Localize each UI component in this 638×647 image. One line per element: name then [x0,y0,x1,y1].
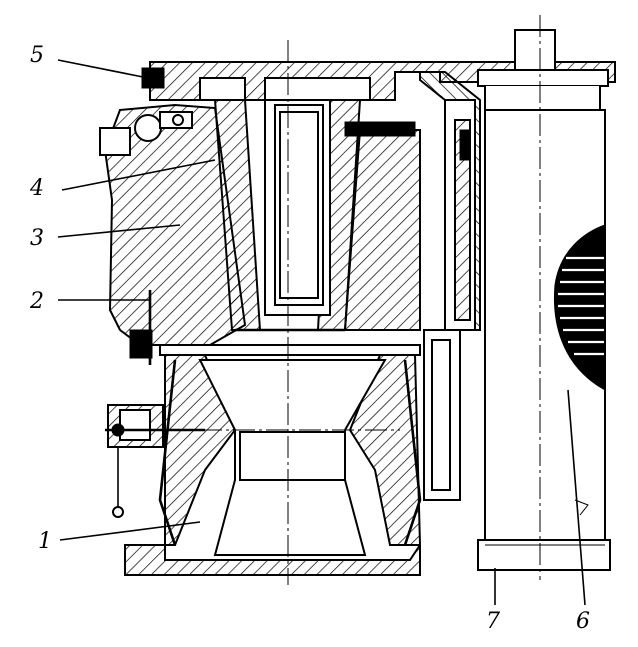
label-4: 4 [29,176,44,201]
label-6: 6 [576,609,590,634]
column-7 [477,29,611,571]
label-1: 1 [38,529,52,554]
label-2: 2 [29,289,44,314]
divider-wall [419,71,481,501]
label-7: 7 [486,609,500,634]
label-3: 3 [30,226,44,251]
label-5: 5 [30,43,44,68]
inner-cone-4 [213,99,421,332]
lower-bowl-1 [105,344,422,576]
leader-lines [57,59,586,606]
